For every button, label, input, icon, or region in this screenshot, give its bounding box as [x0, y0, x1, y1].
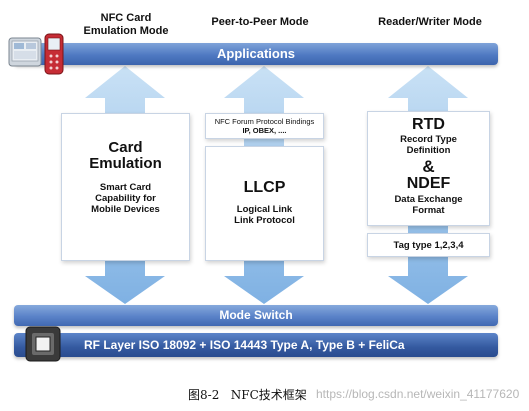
rtd-ndef-panel: RTD Record Type Definition & NDEF Data E… [367, 111, 490, 226]
mode-label-peer-to-peer: Peer-to-Peer Mode [211, 16, 309, 28]
ndef-title: NDEF [406, 175, 451, 192]
llcp-panel: LLCP Logical Link Link Protocol [205, 146, 324, 261]
mode-switch-label: Mode Switch [219, 308, 293, 322]
ndef-description: Data Exchange Format [394, 194, 463, 216]
applications-bar: Applications [14, 43, 498, 65]
tag-type-label: Tag type 1,2,3,4 [393, 240, 464, 251]
card-emulation-panel: Card Emulation Smart Card Capability for… [61, 113, 190, 261]
mode-label-card-emulation: NFC Card Emulation Mode [83, 12, 169, 37]
rtd-title: RTD [412, 116, 445, 133]
mode-label-reader-writer: Reader/Writer Mode [378, 16, 482, 28]
ampersand: & [422, 157, 435, 176]
protocol-bindings-list: IP, OBEX, .... [242, 126, 287, 135]
protocol-bindings-panel: NFC Forum Protocol Bindings IP, OBEX, ..… [205, 113, 324, 139]
chip-icon [25, 326, 61, 362]
protocol-bindings-label: NFC Forum Protocol Bindings [214, 117, 315, 126]
rf-layer-bar: RF Layer ISO 18092 + ISO 14443 Type A, T… [14, 333, 498, 357]
watermark: https://blog.csdn.net/weixin_41177620 [316, 387, 520, 401]
tag-type-panel: Tag type 1,2,3,4 [367, 233, 490, 257]
figure-caption: 图8-2 NFC技术框架 [188, 388, 307, 402]
llcp-description: Logical Link Link Protocol [234, 204, 295, 226]
card-emulation-description: Smart Card Capability for Mobile Devices [91, 182, 160, 215]
card-emulation-title: Card Emulation [89, 139, 162, 172]
llcp-title: LLCP [243, 179, 286, 196]
applications-label: Applications [216, 46, 295, 61]
rf-layer-label: RF Layer ISO 18092 + ISO 14443 Type A, T… [84, 338, 405, 352]
rtd-description: Record Type Definition [400, 134, 457, 156]
mobile-devices-icon [8, 33, 64, 75]
mode-switch-bar: Mode Switch [14, 305, 498, 326]
